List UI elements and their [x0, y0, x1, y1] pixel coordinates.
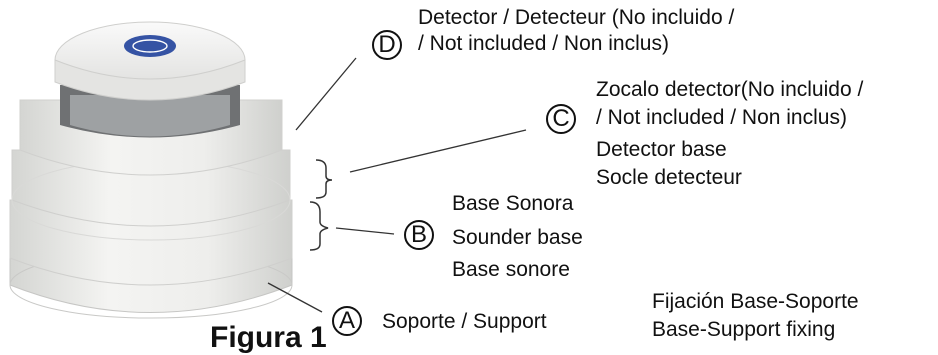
- smoke-detector-sounder-illustration: [9, 21, 293, 319]
- leader-line-d: [295, 57, 357, 131]
- callout-letter-c: C: [546, 104, 576, 134]
- callout-c-line-1: Zocalo detector(No incluido /: [596, 78, 864, 101]
- brace-detector-base: [315, 159, 333, 199]
- callout-a-label: Soporte / Support: [382, 310, 547, 333]
- callout-b-line-3: Base sonore: [452, 258, 570, 281]
- callout-d-line-1: Detector / Detecteur (No incluido /: [418, 6, 735, 29]
- fixing-label-en: Base-Support fixing: [652, 318, 836, 341]
- callout-c-line-2: / Not included / Non inclus): [596, 106, 847, 129]
- callout-c-line-4: Socle detecteur: [596, 166, 742, 189]
- leader-line-b: [335, 227, 395, 235]
- callout-letter-d: D: [372, 30, 402, 60]
- callout-d-line-2: / Not included / Non inclus): [418, 32, 669, 55]
- callout-c-line-3: Detector base: [596, 138, 727, 161]
- callout-letter-a: A: [332, 306, 362, 336]
- callout-b-line-2: Sounder base: [452, 226, 583, 249]
- callout-letter-b: B: [404, 220, 434, 250]
- callout-b-line-1: Base Sonora: [452, 192, 574, 215]
- brace-sounder-base: [309, 201, 329, 251]
- figure-heading: Figura 1: [210, 321, 327, 354]
- leader-line-c: [349, 129, 527, 173]
- fixing-label-es: Fijación Base-Soporte: [652, 290, 859, 313]
